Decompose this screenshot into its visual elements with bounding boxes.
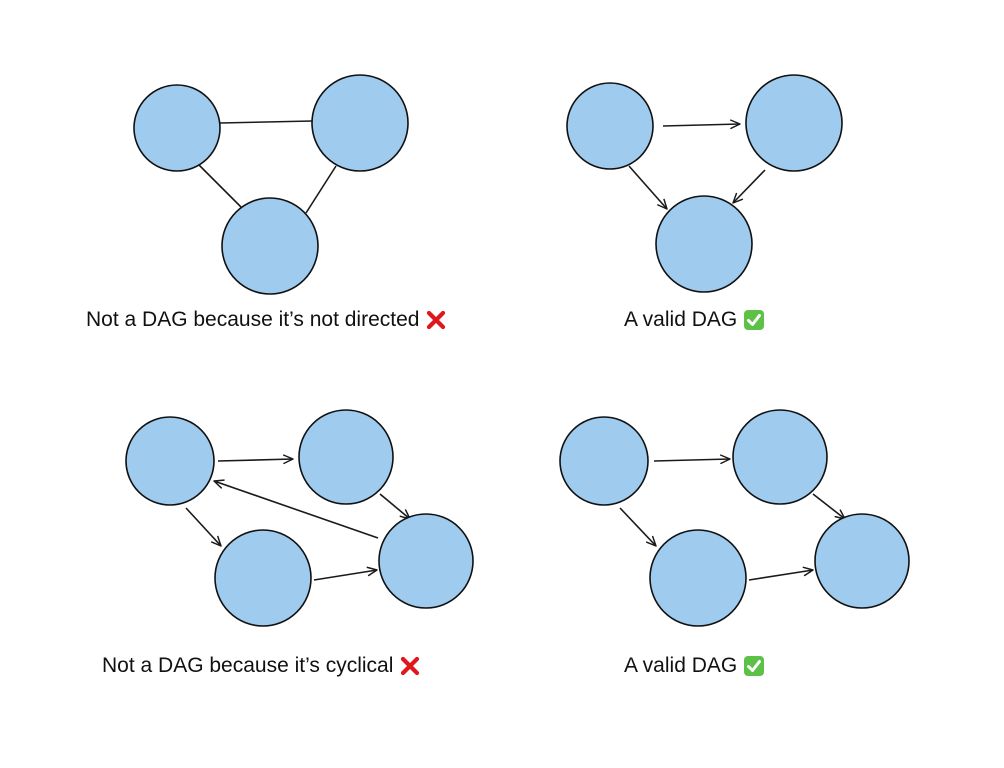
caption-text: Not a DAG because it’s cyclical [102, 654, 394, 677]
panel-valid-dag-four-nodes [559, 409, 910, 627]
caption-text: A valid DAG [624, 654, 738, 677]
graph-node [311, 74, 409, 172]
directed-edge [185, 507, 222, 547]
graph-node [732, 409, 828, 505]
panel-caption: A valid DAG [624, 654, 765, 678]
directed-edge [313, 566, 378, 581]
graph-node [221, 197, 319, 295]
undirected-edge [305, 165, 337, 214]
graph-node [566, 82, 654, 170]
graph-node [745, 74, 843, 172]
graph-node [649, 529, 747, 627]
directed-edge [217, 454, 294, 465]
graph-node [298, 409, 394, 505]
panel-caption: A valid DAG [624, 308, 765, 332]
graph-node [814, 513, 910, 609]
undirected-edge [197, 163, 242, 208]
directed-edge [748, 566, 814, 581]
undirected-edge [219, 120, 313, 124]
cross-mark-icon [399, 655, 421, 677]
panel-cyclical-graph [125, 409, 474, 627]
directed-edge [379, 493, 411, 520]
panel-undirected-graph [133, 74, 409, 295]
graph-node [125, 416, 215, 506]
graph-node [133, 84, 221, 172]
directed-edge [653, 454, 731, 465]
directed-edge [628, 165, 668, 210]
graph-node [559, 416, 649, 506]
directed-edge [213, 479, 379, 539]
caption-text: Not a DAG because it’s not directed [86, 308, 420, 331]
graph-node [378, 513, 474, 609]
graph-node [214, 529, 312, 627]
check-mark-icon [743, 309, 765, 331]
panel-caption: Not a DAG because it’s not directed [86, 308, 447, 332]
panel-caption: Not a DAG because it’s cyclical [102, 654, 421, 678]
directed-edge [662, 119, 741, 130]
graph-node [655, 195, 753, 293]
panel-valid-dag-triangle [566, 74, 843, 293]
cross-mark-icon [425, 309, 447, 331]
caption-text: A valid DAG [624, 308, 738, 331]
directed-edge [732, 169, 766, 204]
directed-edge [812, 493, 846, 520]
check-mark-icon [743, 655, 765, 677]
directed-edge [619, 507, 657, 547]
